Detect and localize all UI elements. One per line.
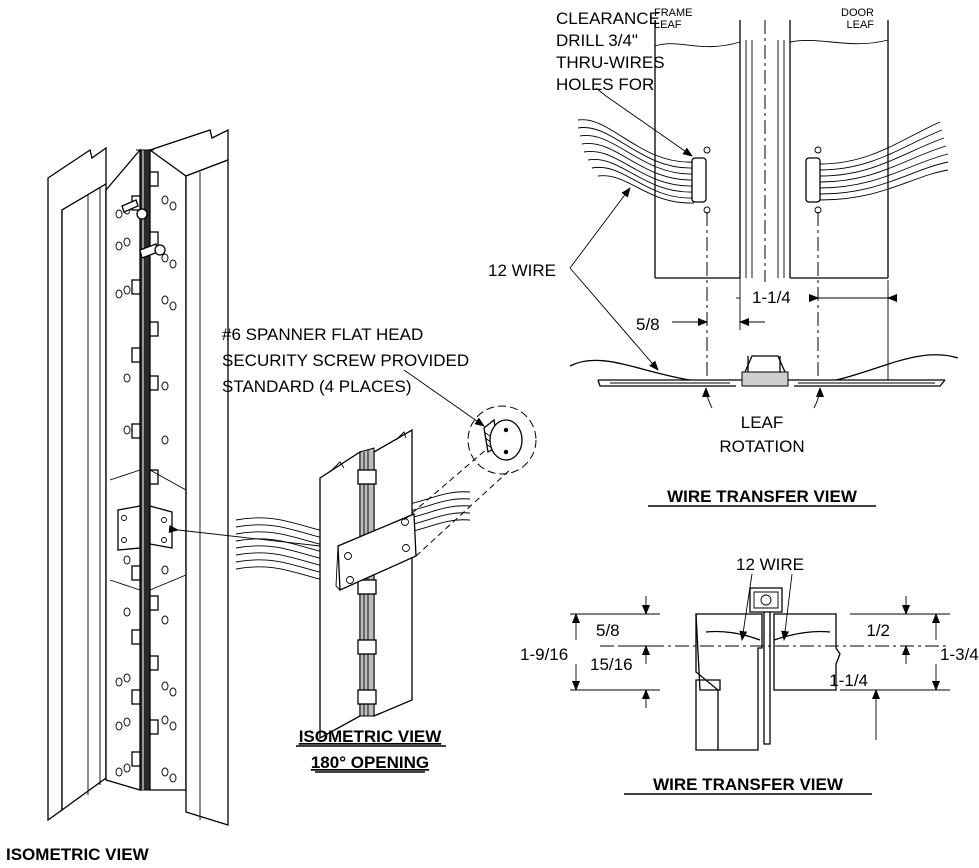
isometric-hinge-full [47, 128, 229, 826]
dim-1-1-4-top: 1-1/4 [752, 288, 791, 307]
wire-transfer-elevation [569, 20, 959, 409]
iso-180-title-line1: ISOMETRIC VIEW [299, 727, 443, 746]
screw-label-line3: STANDARD (4 PLACES) [222, 377, 412, 396]
leaf-rotation-line1: LEAF [741, 413, 784, 432]
wire-transfer-view-top-title: WIRE TRANSFER VIEW [667, 487, 858, 506]
dim-1-2: 1/2 [866, 621, 890, 640]
screw-detail [467, 405, 537, 475]
frame-leaf-line2: LEAF [654, 19, 682, 31]
isometric-180-detail [235, 428, 471, 740]
dim-5-8-top: 5/8 [636, 315, 660, 334]
screw-label-line2: SECURITY SCREW PROVIDED [222, 351, 469, 370]
door-leaf-line1: DOOR [841, 7, 874, 19]
hinge-pins [121, 199, 166, 259]
dim-1-9-16: 1-9/16 [520, 645, 568, 664]
clearance-line4: HOLES FOR [556, 75, 654, 94]
wire-transfer-view-bottom-title: WIRE TRANSFER VIEW [653, 775, 844, 794]
isometric-view-title: ISOMETRIC VIEW [6, 845, 150, 864]
iso-180-title-line2: 180° OPENING [311, 753, 429, 772]
dim-1-3-4: 1-3/4 [940, 645, 979, 664]
clearance-line2: DRILL 3/4" [556, 31, 638, 50]
frame-leaf-line1: FRAME [654, 7, 693, 19]
knuckle-tabs [131, 171, 159, 767]
door-leaf-line2: LEAF [846, 19, 874, 31]
wire-transfer-section [570, 573, 950, 751]
dim-15-16: 15/16 [590, 655, 633, 674]
twelve-wire-top: 12 WIRE [488, 261, 556, 280]
dim-1-1-4-bottom: 1-1/4 [829, 671, 868, 690]
leaf-rotation-line2: ROTATION [719, 437, 804, 456]
clearance-line3: THRU-WIRES [556, 53, 665, 72]
dim-5-8-bottom: 5/8 [596, 621, 620, 640]
twelve-wire-bottom: 12 WIRE [736, 555, 804, 574]
clearance-line1: CLEARANCE [556, 9, 660, 28]
transfer-plate-region [109, 469, 187, 591]
screw-leader [403, 369, 485, 427]
screw-label-line1: #6 SPANNER FLAT HEAD [222, 325, 423, 344]
